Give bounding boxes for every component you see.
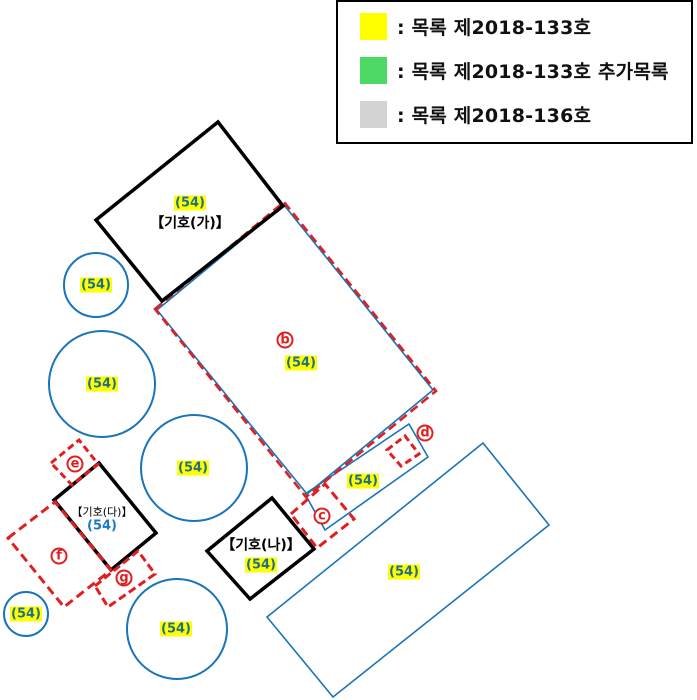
building-ga-name: 【기호(가)】	[150, 215, 230, 232]
circle-3-code: (54)	[177, 460, 209, 476]
legend-label: : 목록 제2018-133호 추가목록	[397, 60, 669, 83]
parcel-large-rect	[265, 441, 551, 699]
dashed-area-g	[93, 548, 158, 610]
parcel-b-code: (54)	[285, 355, 317, 371]
legend-item-gray: : 목록 제2018-136호	[360, 100, 591, 128]
building-na-code: (54)	[245, 557, 277, 573]
building-da-code: (54)	[87, 518, 117, 534]
legend-label: : 목록 제2018-133호	[397, 16, 592, 39]
parcel-circle-5	[126, 578, 228, 680]
gray-swatch-icon	[360, 100, 387, 128]
marker-b: b	[276, 331, 294, 349]
parcel-circle-1	[63, 252, 129, 318]
legend-item-green: : 목록 제2018-133호 추가목록	[360, 56, 669, 84]
parcel-strip-code: (54)	[347, 473, 379, 489]
parcel-b-dashed	[153, 200, 438, 499]
dashed-area-d	[384, 433, 422, 468]
building-na-name: 【기호(나)】	[221, 537, 301, 554]
building-na	[204, 495, 317, 602]
circle-2-code: (54)	[86, 376, 118, 392]
legend-label: : 목록 제2018-136호	[397, 104, 592, 127]
legend-item-yellow: : 목록 제2018-133호	[360, 12, 591, 40]
circle-5-code: (54)	[160, 621, 192, 637]
marker-e: e	[66, 455, 84, 473]
building-ga-code: (54)	[174, 195, 206, 211]
parcel-b-outline	[155, 203, 435, 496]
marker-c: c	[313, 507, 331, 525]
green-swatch-icon	[360, 56, 387, 84]
dashed-area-e	[48, 437, 101, 488]
parcel-circle-4	[3, 591, 49, 637]
dashed-area-f	[5, 499, 114, 610]
dashed-area-c	[288, 481, 357, 551]
marker-f: f	[50, 547, 68, 565]
building-ga	[93, 119, 286, 304]
marker-g: g	[115, 569, 133, 587]
yellow-swatch-icon	[360, 12, 387, 40]
parcel-large-rect-code: (54)	[388, 564, 420, 580]
legend-box: : 목록 제2018-133호 : 목록 제2018-133호 추가목록 : 목…	[336, 0, 693, 144]
circle-1-code: (54)	[80, 277, 112, 293]
circle-4-code: (54)	[10, 606, 42, 622]
marker-d: d	[416, 424, 434, 442]
parcel-circle-3	[140, 414, 248, 522]
building-da-name: 【기호(다)】	[71, 505, 133, 519]
parcel-circle-2	[48, 330, 156, 438]
